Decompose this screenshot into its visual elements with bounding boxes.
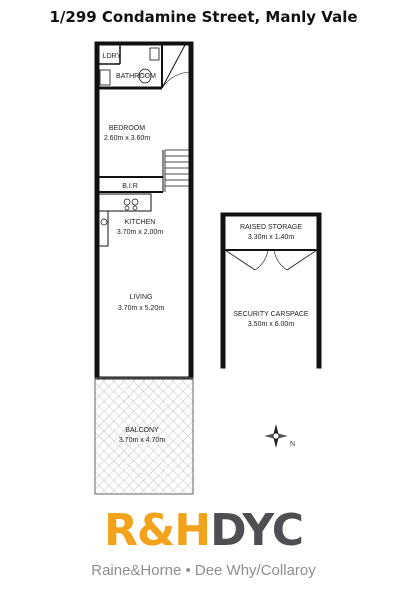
living-label: LIVING — [130, 294, 153, 301]
svg-text:N: N — [290, 441, 295, 448]
bathroom-label: BATHROOM — [116, 73, 156, 80]
floor-plan: N LDRY BATHROOM BEDROOM 2.60m x 3.60m B.… — [94, 41, 322, 495]
bir-label: B.I.R — [122, 183, 138, 190]
carspace-label: SECURITY CARSPACE — [233, 311, 309, 318]
living-size: 3.70m x 5.20m — [118, 305, 164, 312]
balcony-area — [94, 377, 194, 495]
carspace-walls — [220, 212, 322, 369]
kitchen-size: 3.70m x 2.00m — [117, 229, 163, 236]
ldry-label: LDRY — [103, 53, 122, 60]
logo-tagline: Raine&Horne • Dee Why/Collaroy — [91, 562, 316, 579]
bedroom-label: BEDROOM — [109, 125, 145, 132]
storage-size: 3.30m x 1.40m — [248, 234, 294, 241]
bedroom-size: 2.60m x 3.60m — [104, 135, 150, 142]
balcony-label: BALCONY — [125, 427, 159, 434]
agency-logo: R&HDYC — [0, 505, 407, 557]
balcony-size: 3.70m x 4.70m — [119, 437, 165, 444]
compass-icon: N — [264, 424, 295, 448]
kitchen-label: KITCHEN — [125, 219, 156, 226]
logo-dyc: DYC — [210, 505, 304, 556]
carspace-size: 3.50m x 6.00m — [248, 321, 294, 328]
storage-label: RAISED STORAGE — [240, 224, 302, 231]
stairs — [164, 149, 189, 192]
unit-walls — [94, 41, 194, 380]
logo-rh: R&H — [104, 505, 211, 556]
page-title: 1/299 Condamine Street, Manly Vale — [49, 8, 358, 26]
